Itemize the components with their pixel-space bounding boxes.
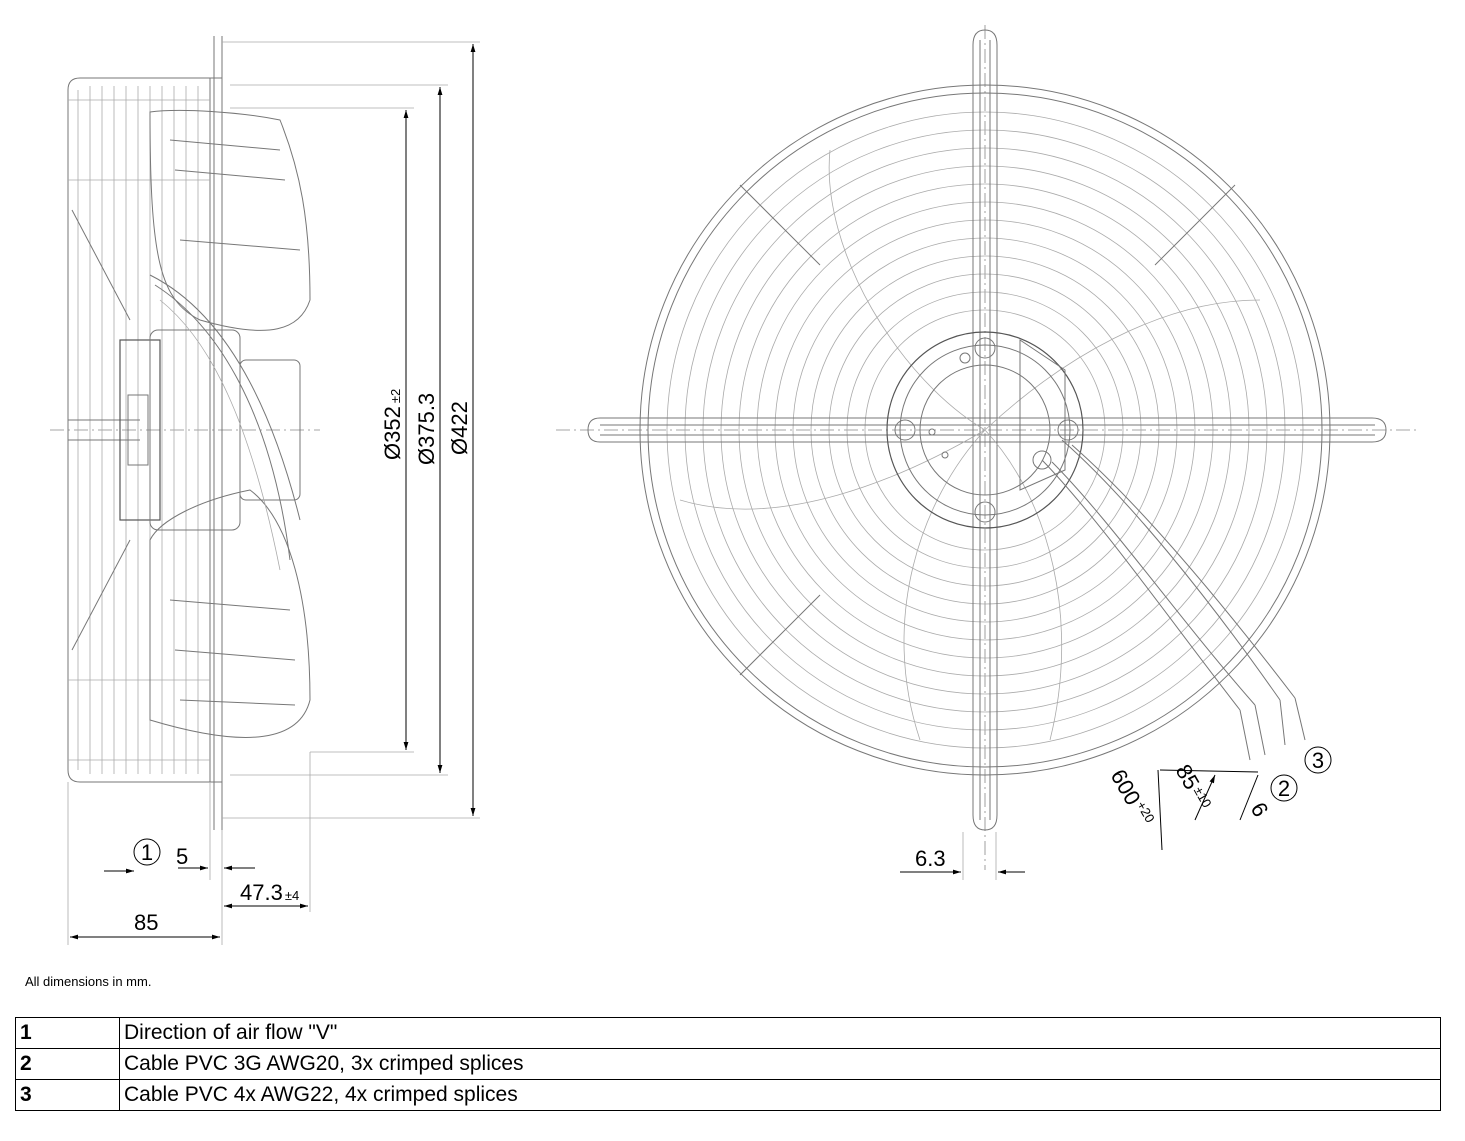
legend-row: 1 Direction of air flow "V" (15, 1017, 1441, 1049)
motor-side (119, 329, 301, 531)
fan-technical-drawing: Ø352±2 Ø375.3 Ø422 5 47.3±4 85 1 (50, 25, 1418, 945)
fan-blades-front (679, 149, 1261, 741)
guard-grille-side (67, 36, 223, 830)
front-view: 6.3 600+20 85±10 6 2 3 (556, 25, 1418, 880)
dim-d422: Ø422 (447, 401, 472, 455)
fan-blades-side (149, 109, 311, 738)
dim-600: 600+20 (1106, 765, 1158, 830)
units-note: All dimensions in mm. (25, 974, 152, 989)
legend-text: Cable PVC 3G AWG20, 3x crimped splices (119, 1048, 1441, 1080)
guard-grille-front (587, 29, 1387, 831)
dim-d352: Ø352±2 (380, 389, 405, 460)
legend-text: Direction of air flow "V" (119, 1017, 1441, 1049)
legend-text: Cable PVC 4x AWG22, 4x crimped splices (119, 1079, 1441, 1111)
callout-1: 1 (133, 838, 161, 866)
dim-w5: 5 (176, 844, 188, 869)
dim-6-3: 6.3 (915, 846, 946, 871)
legend-number: 2 (15, 1048, 120, 1080)
legend-number: 1 (15, 1017, 120, 1049)
svg-text:3: 3 (1312, 748, 1324, 773)
callout-3: 3 (1304, 746, 1332, 774)
svg-text:1: 1 (141, 840, 153, 865)
dim-6: 6 (1246, 798, 1274, 821)
motor-hub-front (886, 331, 1084, 529)
side-view: Ø352±2 Ø375.3 Ø422 5 47.3±4 85 1 (50, 36, 480, 945)
legend-table: 1 Direction of air flow "V" 2 Cable PVC … (15, 1017, 1441, 1111)
svg-text:2: 2 (1278, 776, 1290, 801)
dim-w85: 85 (134, 910, 158, 935)
legend-row: 2 Cable PVC 3G AWG20, 3x crimped splices (15, 1048, 1441, 1080)
legend-number: 3 (15, 1079, 120, 1111)
callout-2: 2 (1270, 774, 1298, 802)
cables (1041, 439, 1306, 761)
dim-d375: Ø375.3 (414, 393, 439, 465)
dim-w47: 47.3±4 (240, 880, 299, 905)
legend-row: 3 Cable PVC 4x AWG22, 4x crimped splices (15, 1079, 1441, 1111)
